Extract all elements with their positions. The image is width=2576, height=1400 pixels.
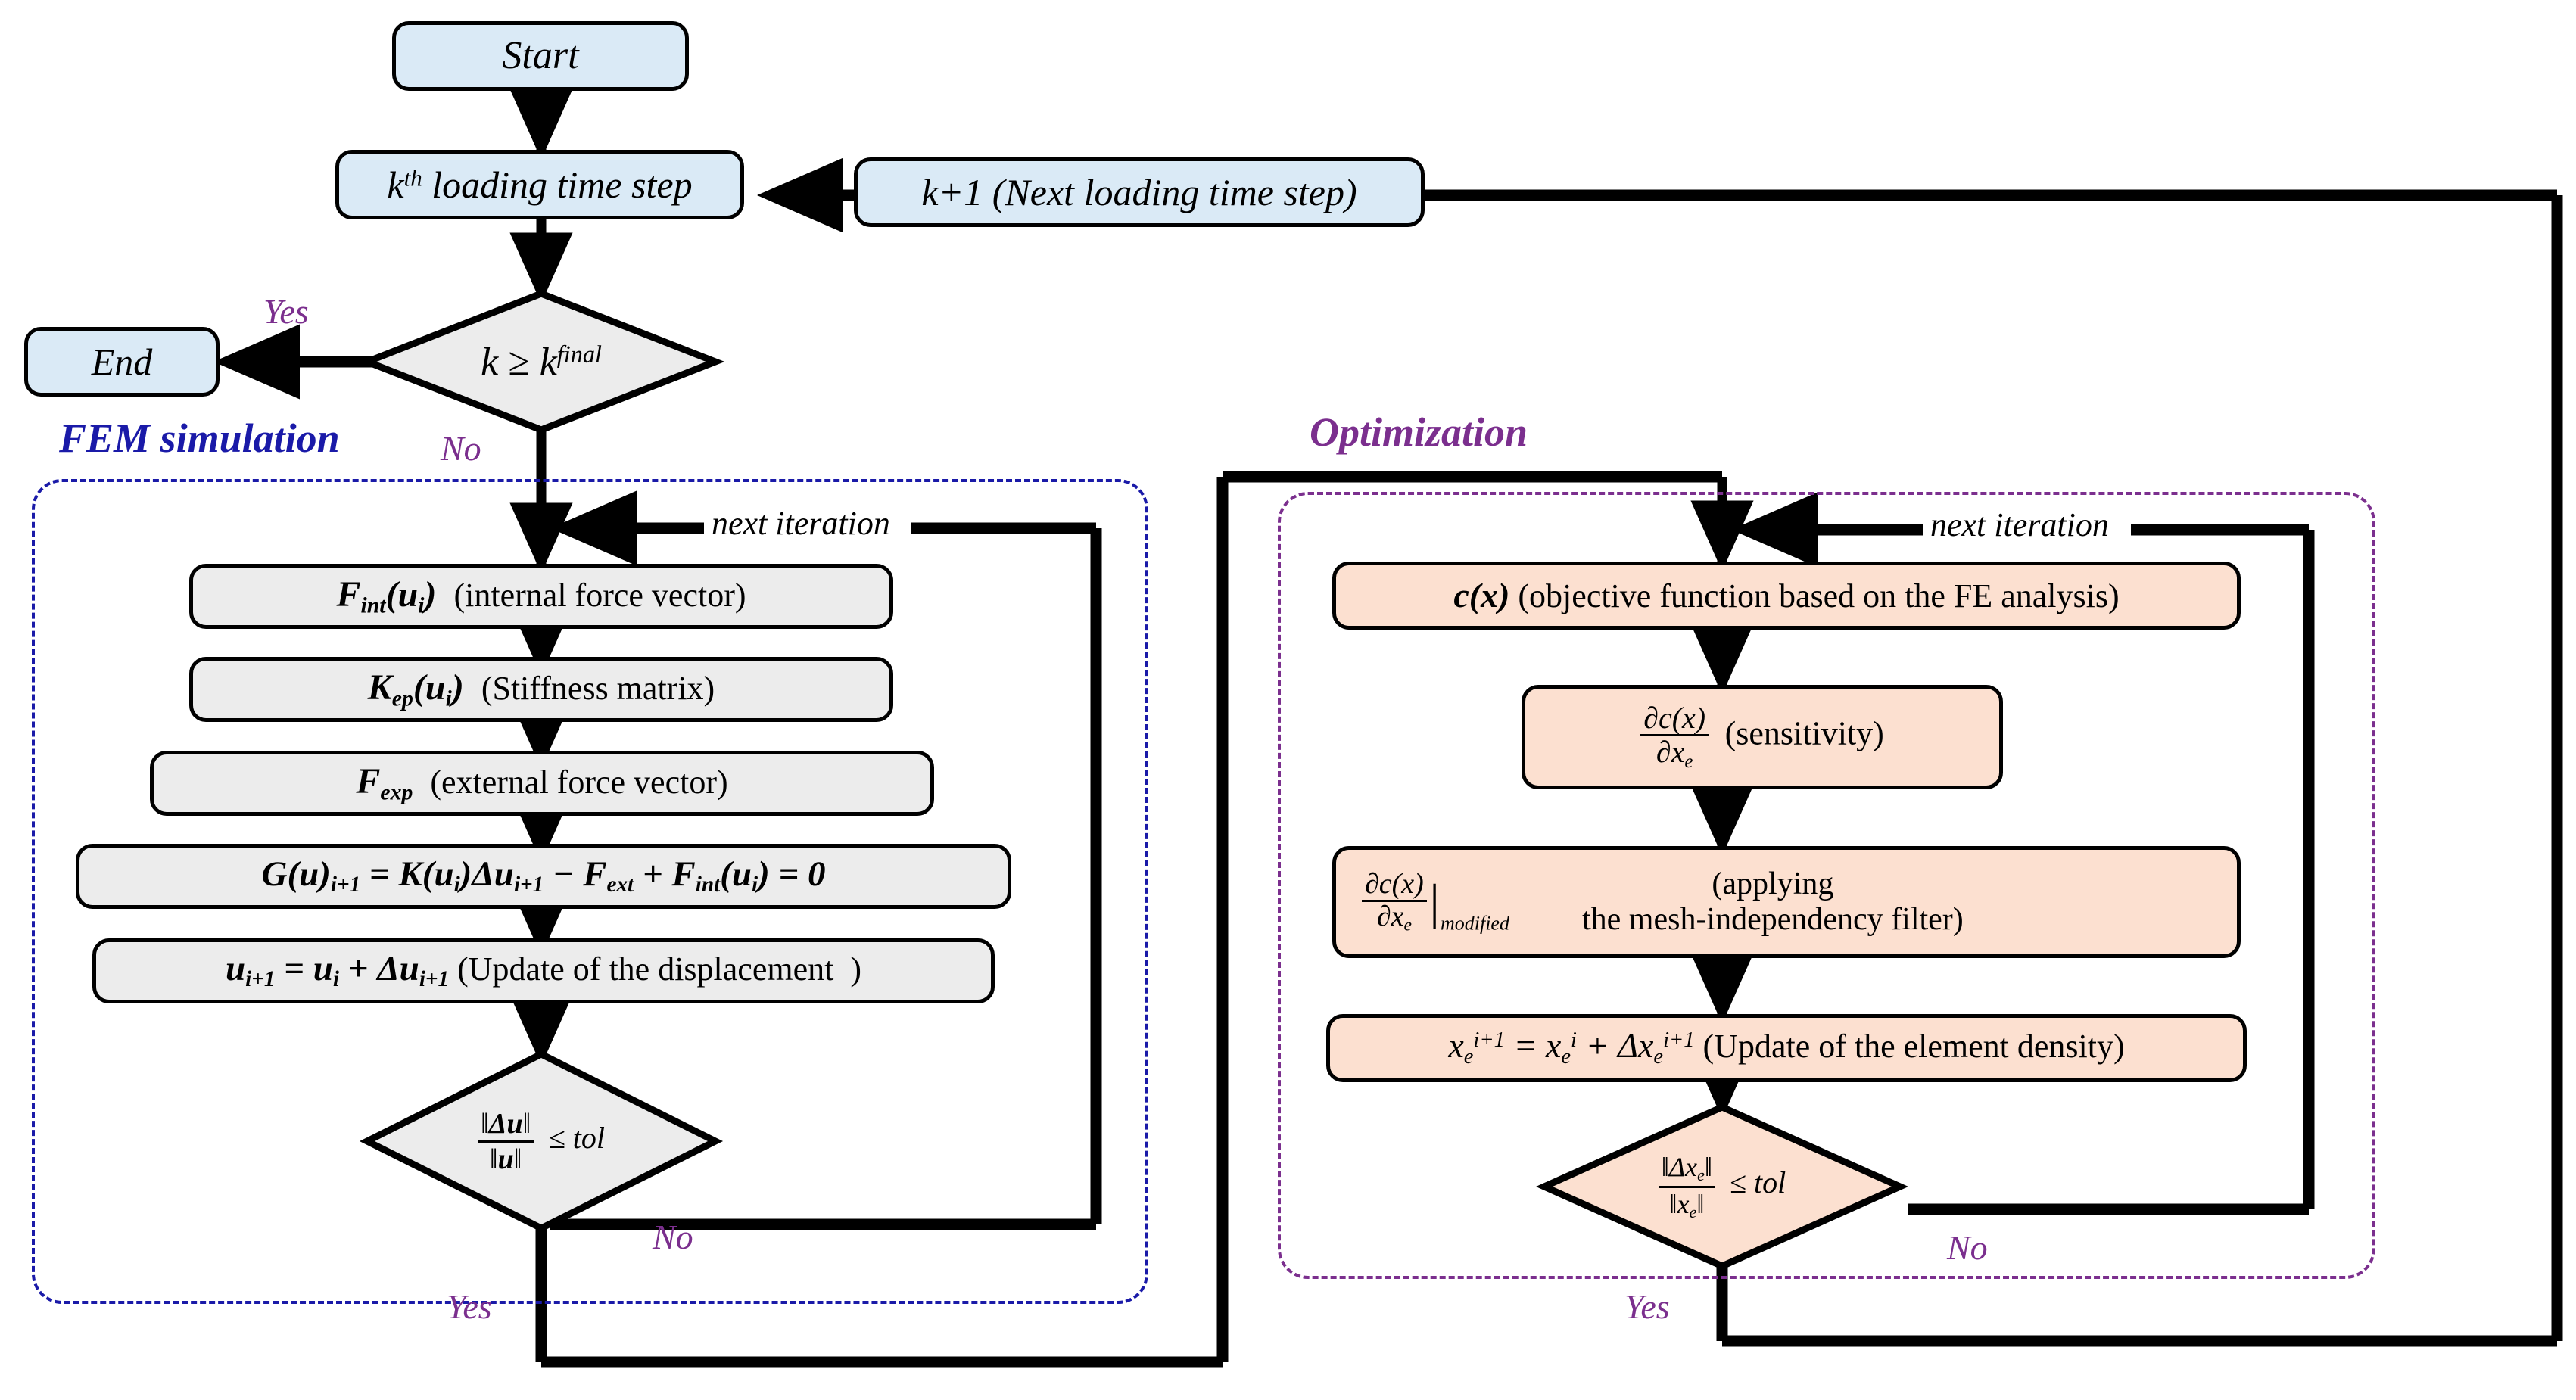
edge-label-opt-next-iteration: next iteration bbox=[1930, 506, 2109, 543]
node-sensitivity-label: ∂c(x) ∂xe (sensitivity) bbox=[1640, 702, 1884, 772]
edge-label-yes-end: Yes bbox=[263, 292, 309, 331]
node-objective-function[interactable]: c(x) (objective function based on the FE… bbox=[1332, 562, 2241, 630]
node-next-loading-time-step[interactable]: k+1 (Next loading time step) bbox=[854, 157, 1425, 227]
node-displacement-update[interactable]: ui+1 = ui + Δui+1 (Update of the displac… bbox=[92, 938, 995, 1003]
node-loading-time-step-label: kth loading time step bbox=[387, 163, 693, 206]
node-decision-k-final-label: k ≥ kfinal bbox=[481, 340, 602, 384]
node-fem-tolerance-check[interactable]: Δu u ≤ tol bbox=[394, 1088, 689, 1194]
node-end[interactable]: End bbox=[24, 327, 220, 397]
node-start-label: Start bbox=[502, 33, 579, 77]
node-internal-force-vector[interactable]: Fint(ui) (internal force vector) bbox=[189, 564, 893, 629]
node-residual-equation[interactable]: G(u)i+1 = K(ui)Δui+1 − Fext + Fint(ui) =… bbox=[76, 844, 1011, 909]
optimization-panel bbox=[1278, 492, 2375, 1279]
node-next-loading-time-step-label: k+1 (Next loading time step) bbox=[921, 170, 1357, 213]
node-residual-equation-label: G(u)i+1 = K(ui)Δui+1 − Fext + Fint(ui) =… bbox=[261, 854, 826, 898]
node-element-density-update-label: xei+1 = xei + Δxei+1 (Update of the elem… bbox=[1448, 1026, 2125, 1069]
edge-label-opt-no: No bbox=[1947, 1228, 1988, 1267]
node-opt-tolerance-check[interactable]: Δxe xe ≤ tol bbox=[1575, 1134, 1870, 1240]
fem-panel-title: FEM simulation bbox=[59, 415, 340, 461]
node-fem-tolerance-label: Δu u ≤ tol bbox=[478, 1107, 605, 1176]
node-filter-formula: ∂c(x) ∂xe |modified bbox=[1362, 869, 1509, 935]
edge-label-fem-yes: Yes bbox=[447, 1287, 492, 1326]
edge-label-fem-next-iteration: next iteration bbox=[712, 505, 890, 542]
optimization-panel-title: Optimization bbox=[1310, 409, 1528, 455]
edge-label-opt-yes: Yes bbox=[1624, 1287, 1670, 1326]
node-stiffness-matrix-label: Kep(ui) (Stiffness matrix) bbox=[367, 667, 715, 711]
node-external-force-vector[interactable]: Fexp (external force vector) bbox=[150, 751, 934, 816]
node-filter-description: (applying the mesh-independency filter) bbox=[1581, 866, 1964, 937]
node-objective-function-label: c(x) (objective function based on the FE… bbox=[1453, 575, 2120, 614]
fem-simulation-panel bbox=[32, 479, 1148, 1304]
node-stiffness-matrix[interactable]: Kep(ui) (Stiffness matrix) bbox=[189, 657, 893, 722]
node-element-density-update[interactable]: xei+1 = xei + Δxei+1 (Update of the elem… bbox=[1326, 1014, 2247, 1082]
node-start[interactable]: Start bbox=[392, 21, 689, 91]
node-opt-tolerance-label: Δxe xe ≤ tol bbox=[1658, 1151, 1786, 1221]
node-displacement-update-label: ui+1 = ui + Δui+1 (Update of the displac… bbox=[226, 949, 861, 992]
edge-label-no-enter-fem: No bbox=[441, 429, 481, 468]
node-external-force-vector-label: Fexp (external force vector) bbox=[356, 761, 728, 805]
node-sensitivity[interactable]: ∂c(x) ∂xe (sensitivity) bbox=[1522, 685, 2003, 789]
node-decision-k-final[interactable]: k ≥ kfinal bbox=[394, 331, 689, 392]
edge-label-fem-no: No bbox=[653, 1218, 693, 1256]
node-mesh-independency-filter[interactable]: ∂c(x) ∂xe |modified (applying the mesh-i… bbox=[1332, 846, 2241, 958]
node-loading-time-step[interactable]: kth loading time step bbox=[335, 150, 744, 219]
node-end-label: End bbox=[91, 340, 153, 383]
node-internal-force-vector-label: Fint(ui) (internal force vector) bbox=[336, 574, 746, 618]
